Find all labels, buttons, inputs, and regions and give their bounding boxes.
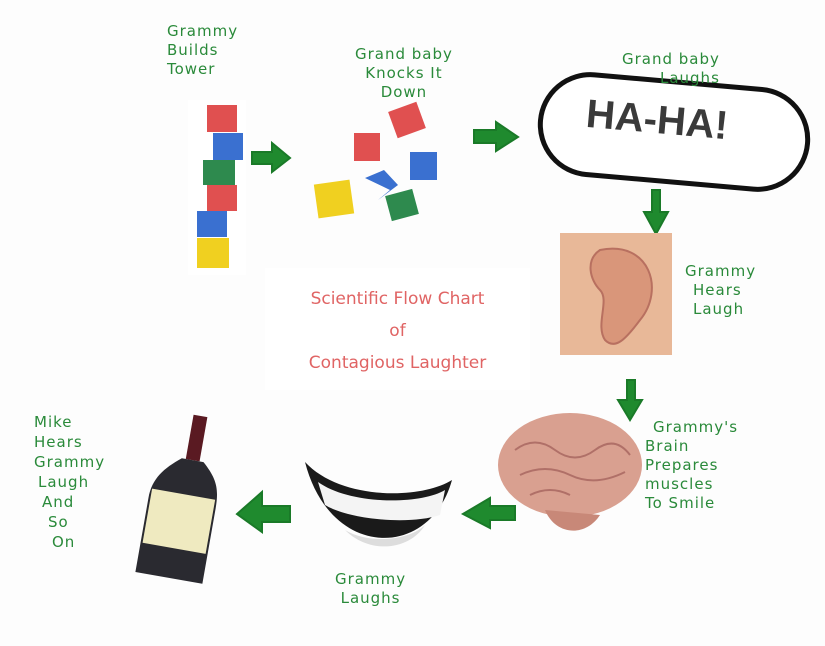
step-label-brain: Grammy's Brain Prepares muscles To Smile xyxy=(645,418,738,513)
label-line: On xyxy=(52,533,76,551)
label-line: muscles xyxy=(645,475,714,493)
block-tower-image xyxy=(188,100,246,275)
scattered-blocks-image xyxy=(313,101,437,222)
arrow-right-icon xyxy=(473,120,520,153)
label-line: Mike xyxy=(34,413,73,431)
label-line: Grammy xyxy=(167,22,239,40)
label-line: Laugh xyxy=(693,300,745,318)
arrow-left-icon xyxy=(235,489,291,534)
title-line: Scientific Flow Chart xyxy=(310,289,485,309)
chart-title: Scientific Flow Chart of Contagious Laug… xyxy=(265,268,530,390)
step-label-knocks-down: Grand baby Knocks It Down xyxy=(355,45,453,102)
step-label-mike-hears: Mike Hears Grammy Laugh And So On xyxy=(34,412,105,552)
arrow-down-icon xyxy=(642,189,670,237)
arrow-left-icon xyxy=(460,496,516,530)
label-line: Grammy xyxy=(34,453,106,471)
label-line: Down xyxy=(380,83,428,101)
label-line: Grand baby xyxy=(355,45,453,63)
label-line: Hears xyxy=(34,433,83,451)
step-label-builds-tower: Grammy Builds Tower xyxy=(167,22,238,79)
label-line: So xyxy=(48,513,69,531)
title-line: Contagious Laughter xyxy=(308,353,487,373)
label-line: Laugh xyxy=(38,473,90,491)
label-line: Grand baby xyxy=(622,50,720,68)
ear-image xyxy=(560,233,672,355)
label-line: Laughs xyxy=(340,589,401,607)
step-label-grammy-laughs: Grammy Laughs xyxy=(335,570,406,608)
speech-bubble-image xyxy=(537,72,811,192)
label-line: And xyxy=(42,493,75,511)
label-line: Laughs xyxy=(659,69,720,87)
smiling-mouth-image xyxy=(305,462,452,547)
arrow-right-icon xyxy=(251,140,292,175)
step-label-hears-laugh: Grammy Hears Laugh xyxy=(685,262,756,319)
label-line: To Smile xyxy=(645,494,716,512)
title-line: of xyxy=(389,321,406,341)
label-line: Builds xyxy=(167,41,219,59)
label-line: Knocks It xyxy=(365,64,443,82)
label-line: Grammy xyxy=(335,570,407,588)
label-line: Grammy's xyxy=(653,418,739,436)
wine-bottle-image xyxy=(135,414,217,584)
step-label-baby-laughs: Grand baby Laughs xyxy=(622,50,720,88)
label-line: Prepares xyxy=(645,456,719,474)
label-line: Hears xyxy=(693,281,742,299)
label-line: Brain xyxy=(645,437,690,455)
label-line: Grammy xyxy=(685,262,757,280)
label-line: Tower xyxy=(167,60,216,78)
brain-image xyxy=(498,413,642,531)
arrow-down-icon xyxy=(616,379,644,422)
